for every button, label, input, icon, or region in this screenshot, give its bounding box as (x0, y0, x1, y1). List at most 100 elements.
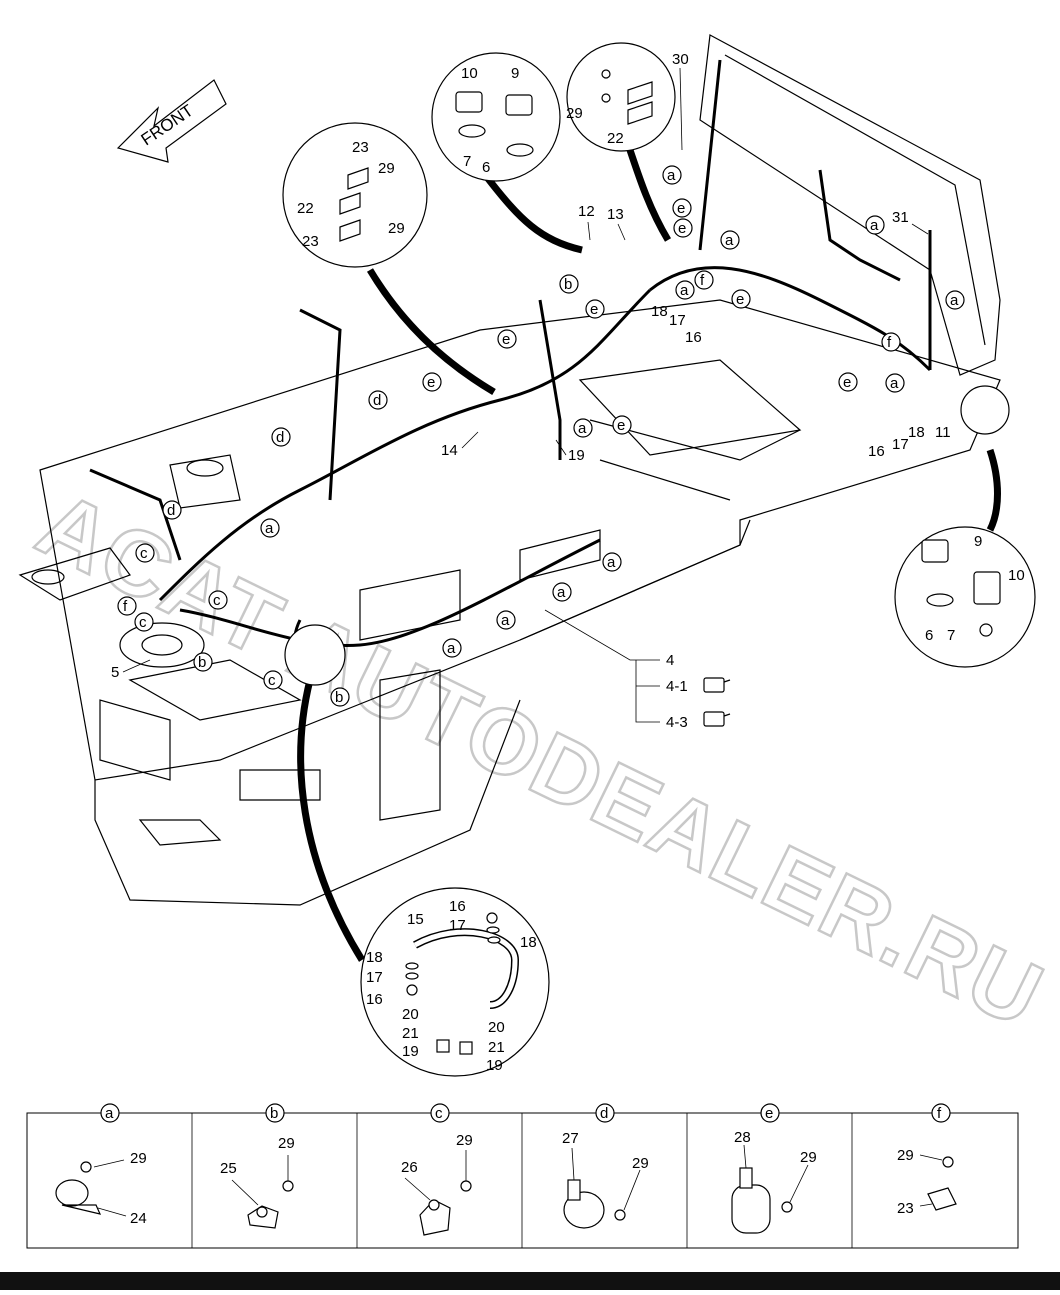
sensor-4-3-icon (703, 711, 731, 727)
svg-text:a: a (680, 282, 689, 299)
detail-label-19-b: 19 (486, 1057, 503, 1074)
detail-label-7: 7 (947, 627, 955, 644)
detail-battery-terminals-right: 9 10 6 7 (894, 526, 1036, 668)
callout-4-3: 4-3 (666, 714, 688, 731)
legend-e-part-28: 28 (734, 1129, 751, 1146)
svg-text:c: c (268, 672, 276, 689)
svg-text:f: f (700, 272, 705, 289)
clip-tag-a: a (662, 165, 682, 185)
clip-tag-a: a (675, 280, 695, 300)
svg-text:e: e (427, 374, 435, 391)
detail-label-22: 22 (607, 130, 624, 147)
clip-tags: a a a a a a a a a a a a b b b c c c c d … (117, 165, 965, 707)
clip-tag-a: a (496, 610, 516, 630)
clip-tag-d: d (368, 390, 388, 410)
legend-c-part-29: 29 (456, 1132, 473, 1149)
legend-f-part-23: 23 (897, 1200, 914, 1217)
detail-label-21-a: 21 (402, 1025, 419, 1042)
svg-text:e: e (502, 331, 510, 348)
svg-text:d: d (167, 502, 175, 519)
svg-text:b: b (270, 1105, 278, 1122)
svg-text:a: a (725, 232, 734, 249)
callout-4-1: 4-1 (666, 678, 688, 695)
clip-tag-a: a (602, 552, 622, 572)
svg-text:e: e (677, 200, 685, 217)
clip-tag-a: a (885, 373, 905, 393)
clip-tag-c: c (208, 590, 228, 610)
callout-17-a: 17 (669, 312, 686, 329)
clip-tag-e: e (672, 198, 692, 218)
svg-text:a: a (607, 554, 616, 571)
detail-label-6: 6 (925, 627, 933, 644)
clip-tag-a: a (865, 215, 885, 235)
callout-16-b: 16 (868, 443, 885, 460)
svg-text:a: a (950, 292, 959, 309)
clip-tag-f: f (694, 270, 714, 290)
svg-text:a: a (501, 612, 510, 629)
svg-text:e: e (736, 291, 744, 308)
clip-tag-f: f (117, 596, 137, 616)
svg-text:c: c (213, 592, 221, 609)
legend-d-part-29: 29 (632, 1155, 649, 1172)
detail-battery-terminals-top: 10 9 7 6 (431, 52, 561, 182)
clip-tag-c: c (134, 612, 154, 632)
legend-b-part-25: 25 (220, 1160, 237, 1177)
clip-tag-a: a (945, 290, 965, 310)
svg-text:a: a (890, 375, 899, 392)
clip-legend: a 29 24 b 25 29 c 26 (26, 1103, 1019, 1249)
svg-text:b: b (198, 654, 206, 671)
clip-tag-e: e (585, 299, 605, 319)
legend-cell-a: a 29 24 (55, 1103, 147, 1227)
svg-text:d: d (600, 1105, 608, 1122)
detail-label-18-a: 18 (520, 934, 537, 951)
clip-tag-e: e (673, 218, 693, 238)
svg-text:d: d (373, 392, 381, 409)
clip-tag-a: a (442, 638, 462, 658)
detail-hose: 15 16 17 18 18 17 16 20 21 19 20 21 19 (360, 887, 550, 1077)
svg-text:a: a (105, 1105, 114, 1122)
svg-text:f: f (937, 1105, 942, 1122)
detail-label-29-a: 29 (378, 160, 395, 177)
callout-4: 4 (666, 652, 674, 669)
callout-16-a: 16 (685, 329, 702, 346)
svg-text:b: b (335, 689, 343, 706)
callout-18-a: 18 (651, 303, 668, 320)
detail-label-16-b: 16 (366, 991, 383, 1008)
legend-cell-f: f 29 23 (897, 1103, 957, 1217)
callout-19: 19 (568, 447, 585, 464)
legend-e-part-29: 29 (800, 1149, 817, 1166)
legend-a-part-24: 24 (130, 1210, 147, 1227)
legend-cell-e: e 28 29 (731, 1103, 817, 1234)
clip-tag-d: d (271, 427, 291, 447)
detail-label-23-b: 23 (302, 233, 319, 250)
detail-label-19-a: 19 (402, 1043, 419, 1060)
clip-tag-a: a (260, 518, 280, 538)
clip-tag-e: e (838, 372, 858, 392)
callout-30: 30 (672, 51, 689, 68)
clip-tag-a: a (573, 418, 593, 438)
legend-a-part-29: 29 (130, 1150, 147, 1167)
clip-tag-e: e (422, 372, 442, 392)
clip-tag-b: b (193, 652, 213, 672)
callout-5: 5 (111, 664, 119, 681)
front-arrow-icon: FRONT (116, 79, 227, 163)
svg-text:f: f (887, 334, 892, 351)
detail-label-17-b: 17 (366, 969, 383, 986)
svg-text:a: a (447, 640, 456, 657)
svg-text:a: a (870, 217, 879, 234)
detail-bracket-top: 29 22 (566, 42, 676, 152)
clip-tag-e: e (612, 415, 632, 435)
detail-label-23: 23 (352, 139, 369, 156)
svg-text:f: f (123, 598, 128, 615)
svg-text:c: c (139, 614, 147, 631)
svg-text:e: e (617, 417, 625, 434)
svg-text:c: c (435, 1105, 443, 1122)
detail-label-18-b: 18 (366, 949, 383, 966)
callout-18-b: 18 (908, 424, 925, 441)
legend-cell-d: d 27 29 (562, 1103, 649, 1229)
clip-tag-e: e (731, 289, 751, 309)
callout-17-b: 17 (892, 436, 909, 453)
detail-bracket-left: 23 29 22 29 23 (282, 122, 428, 268)
